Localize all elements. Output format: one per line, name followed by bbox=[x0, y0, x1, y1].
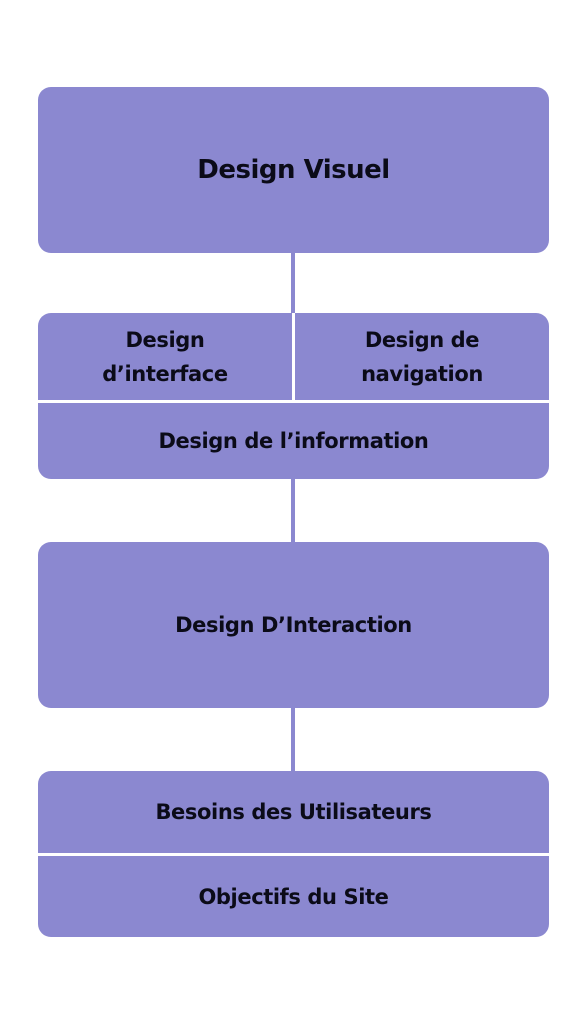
interaction-design-box: Design D’Interaction bbox=[38, 542, 549, 708]
navigation-design-line2: navigation bbox=[361, 361, 483, 386]
foundation-divider bbox=[38, 853, 549, 856]
navigation-design-line1: Design de bbox=[364, 327, 480, 352]
visual-design-label: Design Visuel bbox=[197, 155, 390, 185]
interface-design-line1: Design bbox=[125, 327, 205, 352]
site-objectives-label: Objectifs du Site bbox=[198, 884, 389, 909]
user-needs-cell: Besoins des Utilisateurs bbox=[38, 771, 549, 853]
interaction-design-label: Design D’Interaction bbox=[175, 613, 412, 637]
navigation-design-cell: Design de navigation bbox=[295, 313, 549, 400]
visual-design-box: Design Visuel bbox=[38, 87, 549, 253]
connector-visual-to-information bbox=[291, 253, 295, 315]
connector-information-to-interaction bbox=[291, 478, 295, 544]
cell-divider-horizontal bbox=[38, 400, 549, 403]
information-design-label: Design de l’information bbox=[158, 429, 429, 453]
cell-divider-vertical bbox=[292, 313, 295, 400]
user-needs-label: Besoins des Utilisateurs bbox=[155, 800, 432, 824]
information-design-cell: Design de l’information bbox=[38, 403, 549, 479]
information-design-box: Design d’interface Design de navigation … bbox=[38, 313, 549, 479]
interface-design-line2: d’interface bbox=[102, 361, 228, 386]
site-objectives-cell: Objectifs du Site bbox=[38, 856, 549, 937]
interface-design-cell: Design d’interface bbox=[38, 313, 292, 400]
connector-interaction-to-foundation bbox=[291, 706, 295, 772]
foundation-box: Besoins des Utilisateurs Objectifs du Si… bbox=[38, 771, 549, 937]
